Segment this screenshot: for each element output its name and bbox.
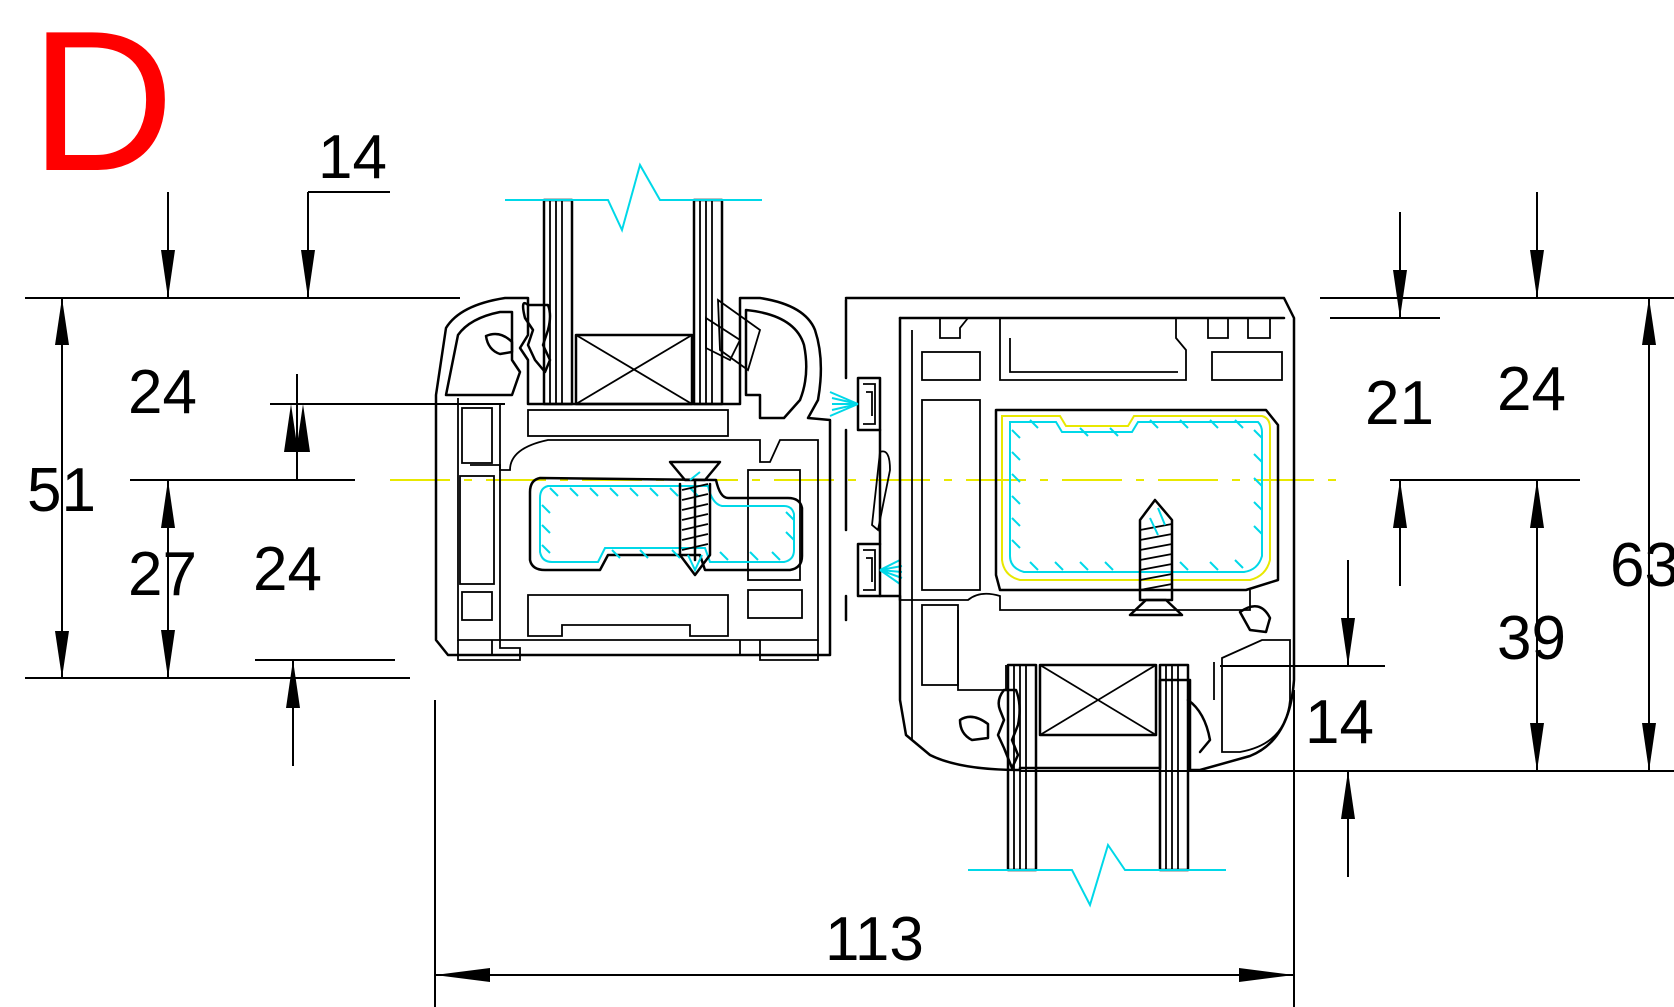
dim-63: 63 <box>1610 531 1674 600</box>
bottom-dimension-113 <box>434 690 1295 1007</box>
left-sash-profile <box>434 296 832 661</box>
dim-21: 21 <box>1365 369 1434 438</box>
right-glazing-unit <box>968 663 1226 908</box>
right-dimension-lines <box>1020 192 1674 877</box>
dim-27: 27 <box>128 540 197 609</box>
left-glazing-unit <box>505 162 762 406</box>
dim-24-right: 24 <box>1497 355 1566 424</box>
dim-51: 51 <box>27 456 96 525</box>
dim-39: 39 <box>1497 604 1566 673</box>
dim-24-left-top: 24 <box>128 358 197 427</box>
right-frame-profile <box>844 296 1296 772</box>
dim-14-top: 14 <box>318 123 387 192</box>
dim-24-left-bottom: 24 <box>253 535 322 604</box>
left-dimension-lines <box>25 191 505 766</box>
dim-113: 113 <box>825 905 924 974</box>
middle-seal-gaskets <box>829 298 903 622</box>
drawing-title: D <box>30 0 174 213</box>
dim-14-right: 14 <box>1305 688 1374 757</box>
